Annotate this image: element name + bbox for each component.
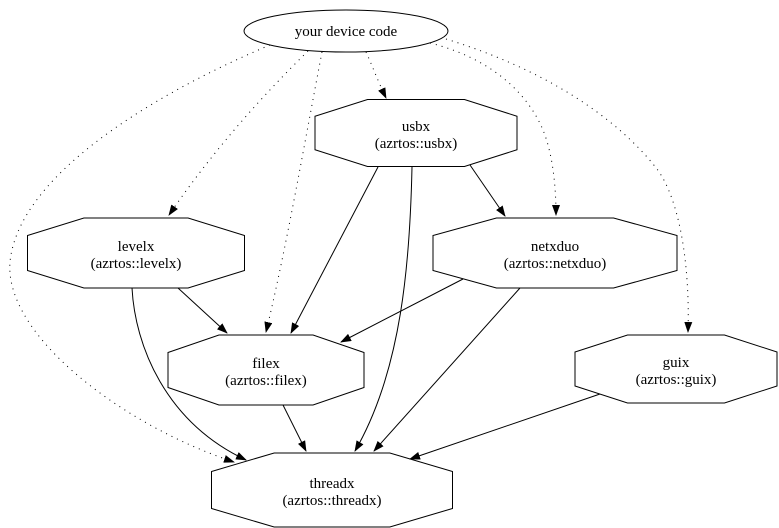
node-usbx-label-line2: (azrtos::usbx) bbox=[375, 136, 457, 152]
node-levelx-shape bbox=[27, 217, 245, 289]
node-netxduo-label-line1: netxduo bbox=[531, 239, 579, 255]
node-usbx-label-line1: usbx bbox=[402, 119, 431, 135]
edge-levelx-to-threadx bbox=[131, 287, 247, 461]
node-guix-shape bbox=[574, 334, 778, 404]
node-filex-label-line2: (azrtos::filex) bbox=[225, 373, 307, 389]
node-netxduo: netxduo(azrtos::netxduo) bbox=[432, 217, 678, 289]
edge-guix-to-threadx bbox=[409, 393, 601, 460]
node-guix-label-line1: guix bbox=[663, 355, 690, 371]
node-threadx-label-line2: (azrtos::threadx) bbox=[282, 493, 381, 509]
node-usbx: usbx(azrtos::usbx) bbox=[314, 99, 518, 167]
node-threadx: threadx(azrtos::threadx) bbox=[211, 452, 453, 528]
node-threadx-label-line1: threadx bbox=[310, 476, 355, 492]
edge-netxduo-to-threadx bbox=[373, 287, 521, 452]
node-usbx-shape bbox=[314, 99, 518, 167]
edge-filex-to-threadx bbox=[282, 404, 307, 452]
node-levelx-label-line2: (azrtos::levelx) bbox=[91, 256, 182, 272]
edge-usbx-to-threadx bbox=[354, 166, 413, 452]
nodes-layer: your device codeusbx(azrtos::usbx)levelx… bbox=[27, 9, 778, 528]
node-device-code-shape bbox=[243, 9, 449, 53]
node-filex-shape bbox=[167, 334, 365, 406]
edges-layer bbox=[9, 38, 693, 463]
node-levelx: levelx(azrtos::levelx) bbox=[27, 217, 245, 289]
node-guix: guix(azrtos::guix) bbox=[574, 334, 778, 404]
edge-device-code-to-levelx bbox=[168, 50, 309, 216]
node-filex: filex(azrtos::filex) bbox=[167, 334, 365, 406]
edge-netxduo-to-filex bbox=[340, 278, 464, 343]
node-device-code: your device code bbox=[243, 9, 449, 53]
node-netxduo-shape bbox=[432, 217, 678, 289]
edge-usbx-to-netxduo bbox=[469, 164, 506, 217]
node-netxduo-label-line2: (azrtos::netxduo) bbox=[504, 256, 606, 272]
edge-levelx-to-filex bbox=[177, 287, 228, 334]
node-levelx-label-line1: levelx bbox=[118, 239, 155, 255]
edge-usbx-to-filex bbox=[290, 166, 379, 334]
node-guix-label-line2: (azrtos::guix) bbox=[636, 372, 717, 388]
node-device-code-label-line1: your device code bbox=[295, 24, 398, 40]
node-filex-label-line1: filex bbox=[252, 356, 280, 372]
edge-device-code-to-usbx bbox=[365, 51, 387, 99]
